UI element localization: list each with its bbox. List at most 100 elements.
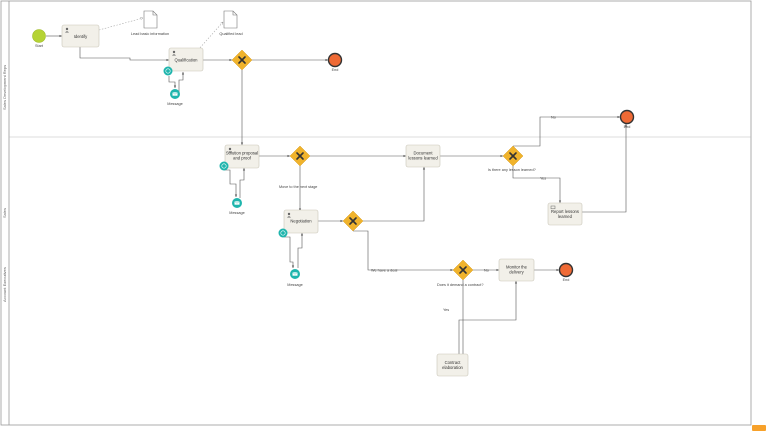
- user-icon: [65, 27, 69, 31]
- user-icon: [287, 212, 291, 216]
- msg-flow-1a: [168, 76, 177, 88]
- flow-label-lesson-question: Is there any lesson learned?: [488, 168, 536, 172]
- envelope-icon: [292, 272, 298, 276]
- message-event-3[interactable]: [290, 269, 300, 279]
- start-event[interactable]: [32, 29, 46, 43]
- task-monitor-delivery[interactable]: Monitor the delivery: [498, 258, 535, 282]
- x-icon: [349, 217, 357, 225]
- corner-badge: [752, 425, 766, 431]
- task-contract-elaboration[interactable]: Contract elaboration: [436, 353, 469, 377]
- task-label-monitor-2: delivery: [509, 270, 524, 275]
- flow-report-end2: [582, 124, 628, 213]
- clock-icon: [280, 230, 286, 236]
- gateway-4[interactable]: [342, 210, 364, 232]
- user-icon-body: [287, 216, 291, 218]
- msg-flow-2b: [239, 168, 246, 198]
- start-label: Start: [35, 44, 44, 48]
- flow-label-yes-2: Yes: [443, 308, 449, 312]
- data-associations: [98, 18, 223, 51]
- end-event-2[interactable]: [619, 109, 635, 125]
- timer-event-1[interactable]: [163, 66, 173, 76]
- gateway-1[interactable]: [231, 49, 253, 71]
- data-object-lead-info[interactable]: [143, 10, 158, 29]
- flow-identify-qualification: [79, 47, 169, 62]
- end-label-2: End: [624, 125, 631, 129]
- msg-flow-1b: [178, 72, 185, 92]
- task-negotiation[interactable]: Negotiation: [283, 209, 319, 234]
- flow-gateway4-gateway5: [353, 230, 453, 272]
- envelope-icon: [234, 201, 240, 205]
- flow-label-yes-1: Yes: [540, 177, 546, 181]
- msg-flow-3b: [297, 233, 304, 268]
- message-event-2[interactable]: [232, 198, 242, 208]
- flow-label-no-1: No: [551, 116, 556, 120]
- gateway-3[interactable]: [502, 145, 524, 167]
- msg-flow-3a: [284, 236, 295, 268]
- flow-gateway5-contract: [447, 280, 464, 358]
- lane-label-sales: Sales: [2, 208, 7, 218]
- task-label-report-2: learned: [558, 214, 573, 219]
- user-icon: [228, 147, 232, 151]
- data-label-lead-info: Lead basic information: [131, 32, 169, 36]
- user-icon-body: [172, 54, 176, 56]
- flow-gateway3-report: [512, 166, 562, 203]
- task-label-qualification: Qualification: [174, 58, 198, 63]
- user-icon-body: [65, 31, 69, 33]
- task-report-lessons[interactable]: Report lessons learned: [547, 202, 583, 226]
- sequence-flows: [46, 34, 628, 358]
- task-document-lessons[interactable]: Document lessons learned: [405, 144, 441, 168]
- flow-gateway4-document: [363, 167, 426, 222]
- user-icon-body: [228, 151, 232, 153]
- flow-contract-monitor: [458, 281, 518, 354]
- task-label-monitor-1: Monitor the: [506, 265, 528, 270]
- task-solution-proposal[interactable]: Solution proposal and proof: [224, 144, 260, 169]
- lane-label-ae: Account Executives: [2, 267, 7, 302]
- message-label-1: Message: [167, 102, 182, 106]
- end-event-3[interactable]: [558, 262, 574, 278]
- message-event-1[interactable]: [170, 89, 180, 99]
- flow-label-move-next: Move to the next stage: [279, 185, 317, 189]
- task-label-negotiation: Negotiation: [290, 219, 312, 224]
- task-label-solution-1: Solution proposal: [226, 151, 258, 156]
- envelope-icon: [172, 92, 178, 96]
- clock-icon: [165, 68, 171, 74]
- task-label-document-2: lessons learned: [408, 156, 438, 161]
- task-label-identify: Identify: [74, 34, 88, 39]
- task-qualification[interactable]: Qualification: [168, 47, 204, 72]
- flow-gateway3-end2: [513, 115, 620, 147]
- timer-event-2[interactable]: [219, 161, 229, 171]
- x-icon: [238, 56, 246, 64]
- message-label-2: Message: [229, 211, 244, 215]
- data-object-qualified-lead[interactable]: [223, 10, 238, 29]
- user-icon: [172, 50, 176, 54]
- envelope-icon: [550, 205, 556, 210]
- task-label-report-1: Report lessons: [551, 209, 579, 214]
- end-label-1: End: [332, 68, 339, 72]
- lane-label-sdr: Sales Development Reps: [2, 65, 7, 110]
- assoc-qualification-qualified-lead: [197, 22, 223, 51]
- assoc-identify-lead-info: [98, 18, 143, 31]
- task-label-contract-1: Contract: [445, 360, 462, 365]
- flow-label-demand-question: Does it demand a contract?: [437, 283, 483, 287]
- message-connectors: [168, 72, 304, 268]
- msg-flow-2a: [224, 169, 238, 197]
- x-icon: [296, 152, 304, 160]
- gateway-5[interactable]: [452, 259, 474, 281]
- gateway-2[interactable]: [289, 145, 311, 167]
- flow-label-have-deal: We have a deal: [371, 269, 397, 273]
- end-event-1[interactable]: [327, 52, 343, 68]
- task-label-contract-2: elaboration: [442, 365, 463, 370]
- data-label-qualified-lead: Qualified lead: [219, 32, 242, 36]
- pool: [0, 0, 752, 426]
- end-label-3: End: [563, 278, 570, 282]
- flow-label-no-2: No: [484, 269, 489, 273]
- x-icon: [509, 152, 517, 160]
- timer-event-3[interactable]: [278, 228, 288, 238]
- message-label-3: Message: [287, 283, 302, 287]
- task-label-solution-2: and proof: [233, 156, 252, 161]
- x-icon: [459, 266, 467, 274]
- clock-icon: [221, 163, 227, 169]
- task-label-document-1: Document: [413, 151, 433, 156]
- task-identify[interactable]: Identify: [61, 24, 100, 48]
